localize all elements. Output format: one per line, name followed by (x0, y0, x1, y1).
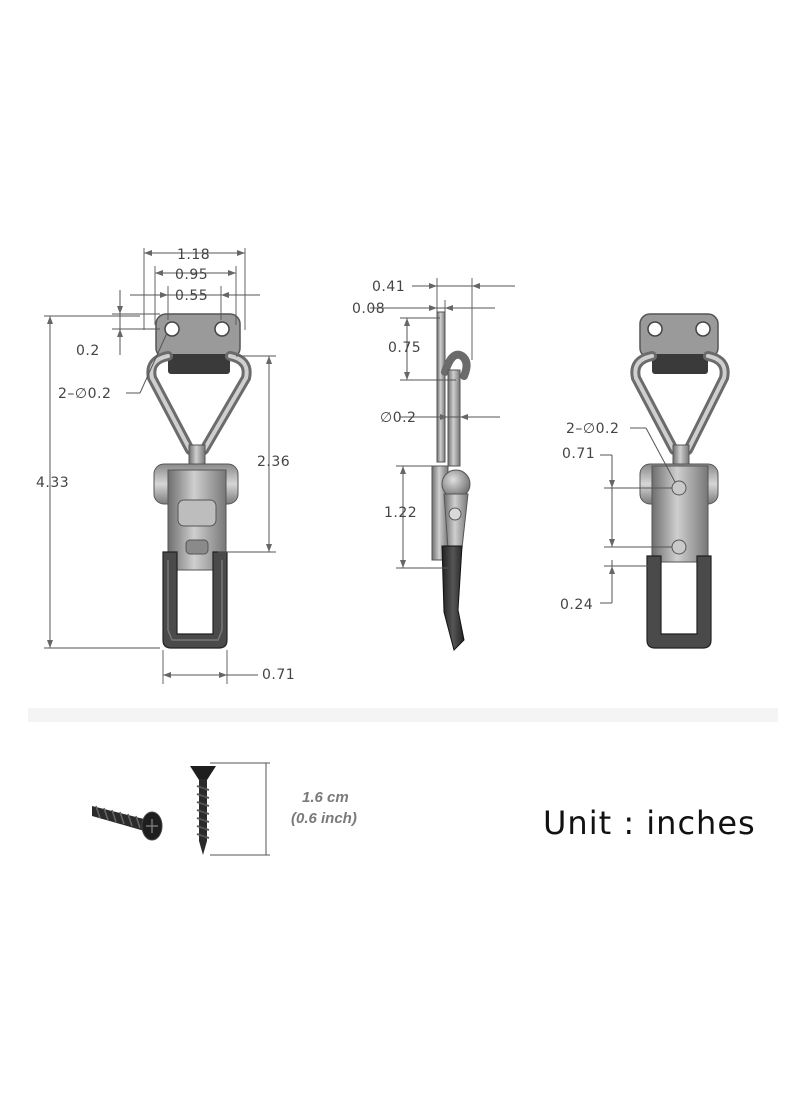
dim-rod-diameter: ∅0.2 (380, 410, 416, 426)
front-dimension-labels: 1.18 0.95 0.55 0.2 2–∅0.2 4.33 2.36 0.71 (36, 247, 295, 683)
side-rod (447, 369, 461, 467)
unit-label: Unit : inches (543, 804, 756, 842)
back-latch-body (639, 463, 719, 563)
dim-front-hole-callout: 2–∅0.2 (58, 386, 111, 402)
dim-hole-offset: 0.24 (560, 597, 593, 613)
separator-band (28, 708, 778, 722)
dim-width-holes: 0.95 (175, 267, 208, 283)
dim-width-inner: 0.55 (175, 288, 208, 304)
screw-vertical (190, 766, 216, 855)
back-hook (646, 555, 712, 649)
dim-height-loop: 2.36 (257, 454, 290, 470)
dim-back-hole-callout: 2–∅0.2 (566, 421, 619, 437)
dimension-lines (44, 248, 676, 856)
dim-hook-width: 0.71 (262, 667, 295, 683)
back-dimension-labels: 2–∅0.2 0.71 0.24 (560, 421, 619, 613)
side-dimension-labels: 0.41 0.08 0.75 ∅0.2 1.22 (352, 279, 421, 521)
front-mount-plate (155, 313, 241, 374)
dim-depth: 0.41 (372, 279, 405, 295)
front-hook (162, 551, 228, 649)
screw-length-cm: 1.6 cm (302, 789, 349, 806)
dim-height-overall: 4.33 (36, 475, 69, 491)
dim-hole-spacing: 0.71 (562, 446, 595, 462)
dim-thickness: 0.08 (352, 301, 385, 317)
front-latch-body (153, 463, 239, 571)
front-view (146, 313, 252, 649)
side-rubber-grip (441, 545, 465, 651)
side-lever (443, 493, 469, 549)
side-rivet (448, 507, 462, 521)
dim-hook-height: 0.75 (388, 340, 421, 356)
back-mount-plate (639, 313, 719, 374)
screw-horizontal (92, 805, 163, 841)
dim-lever-height: 1.22 (384, 505, 417, 521)
side-view (431, 311, 471, 651)
side-wire-hook (441, 350, 471, 380)
dim-width-overall: 1.18 (177, 247, 210, 263)
side-plate (436, 311, 446, 463)
screw-labels: 1.6 cm (0.6 inch) (291, 789, 357, 827)
back-view (630, 313, 730, 649)
dim-plate-offset: 0.2 (76, 343, 100, 359)
screw-length-inch: (0.6 inch) (291, 810, 357, 827)
